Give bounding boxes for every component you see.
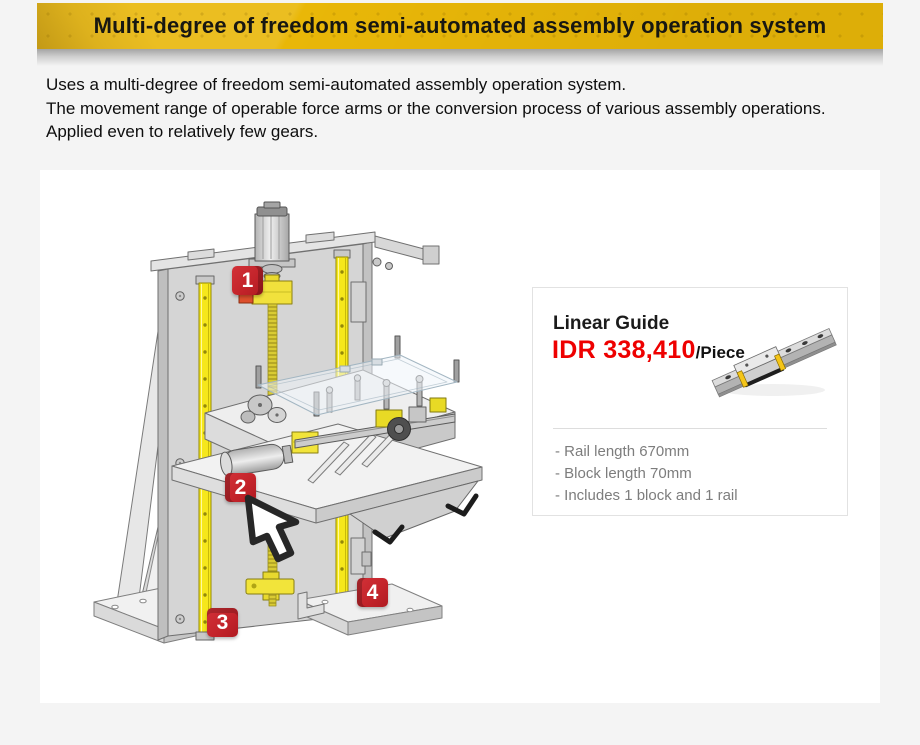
hotspot-badge-4[interactable]: 4	[357, 578, 388, 607]
product-card: Linear Guide IDR 338,410/Piece	[532, 287, 848, 516]
card-divider	[553, 428, 827, 429]
product-specs: - Rail length 670mm - Block length 70mm …	[555, 441, 738, 507]
hotspot-badge-3[interactable]: 3	[207, 608, 238, 637]
content-panel: 1 2 3 4 Linear Guide IDR 338,410/Piece	[40, 170, 880, 703]
intro-line-3: Applied even to relatively few gears.	[46, 122, 319, 141]
hotspot-badge-1[interactable]: 1	[232, 266, 263, 295]
cursor-arrow-icon	[244, 494, 300, 563]
product-name: Linear Guide	[553, 313, 670, 334]
banner-shadow	[37, 49, 883, 66]
spec-rail-length: - Rail length 670mm	[555, 443, 690, 460]
page-title: Multi-degree of freedom semi-automated a…	[93, 13, 827, 38]
intro-line-1: Uses a multi-degree of freedom semi-auto…	[46, 75, 627, 94]
price-unit: /Piece	[695, 343, 745, 362]
spec-includes: - Includes 1 block and 1 rail	[555, 487, 738, 504]
price-row: IDR 338,410/Piece	[552, 336, 745, 365]
linear-guide-image	[711, 327, 837, 398]
spec-block-length: - Block length 70mm	[555, 465, 692, 482]
intro-line-2: The movement range of operable force arm…	[46, 98, 826, 118]
assembly-machine-illustration	[93, 201, 483, 644]
title-banner: Multi-degree of freedom semi-automated a…	[37, 3, 883, 49]
product-price: IDR 338,410	[552, 336, 696, 364]
intro-text: Uses a multi-degree of freedom semi-auto…	[46, 73, 886, 144]
